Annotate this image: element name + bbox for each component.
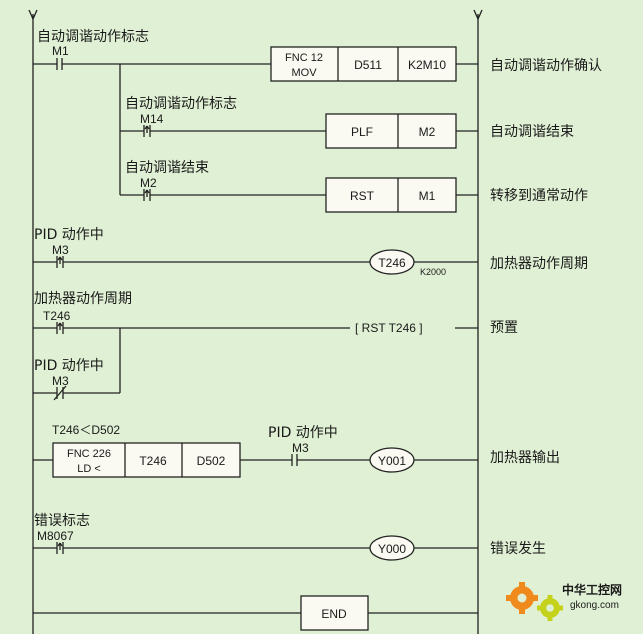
compare-op1: T246 (139, 454, 167, 468)
rising-edge-contact-t246 (56, 322, 64, 334)
instr-comment: 自动调谐结束 (490, 124, 574, 140)
no-contact-m1 (56, 58, 63, 70)
contact-device: M3 (292, 441, 309, 455)
contact-device: T246 (43, 309, 71, 323)
contact-label: 自动调谐结束 (125, 160, 209, 176)
end-instruction: END (321, 607, 347, 621)
power-rails (28, 9, 483, 634)
compare-mnemonic: LD < (77, 463, 101, 475)
instr-comment: 自动调谐动作确认 (490, 58, 602, 74)
instr-mnemonic: MOV (291, 67, 317, 79)
gear-icon (537, 595, 563, 621)
end-instruction-box: END (300, 595, 369, 631)
no-contact-m3 (291, 454, 298, 466)
instr-mnemonic: RST (350, 189, 375, 203)
rung-3: 加热器动作周期 T246 [ RST T246 ] 预置 PID 动作中 M3 (33, 291, 518, 401)
contact-label: 加热器动作周期 (34, 291, 132, 307)
compare-box: FNC 226 LD < T246 D502 (52, 442, 241, 478)
rising-edge-contact-m14 (143, 125, 151, 137)
rung-comment: 错误发生 (490, 541, 546, 557)
mov-instruction-box: FNC 12 MOV D511 K2M10 (270, 46, 457, 82)
timer-coil: T246 (369, 249, 415, 275)
instr-dest: K2M10 (408, 58, 446, 72)
parallel-contact-device: M3 (52, 374, 69, 388)
coil-device: Y001 (378, 454, 406, 468)
coil-device: T246 (378, 256, 406, 270)
contact-device: M14 (140, 112, 164, 126)
contact-label: 错误标志 (34, 513, 90, 529)
rung-6: END (33, 595, 478, 631)
compare-fnc: FNC 226 (67, 448, 111, 460)
plf-instruction-box: PLF M2 (325, 113, 457, 149)
instr-operand: M1 (419, 189, 436, 203)
gear-icon (506, 582, 538, 614)
watermark: 中华工控网 gkong.com (506, 582, 622, 621)
contact-label: 自动调谐动作标志 (37, 29, 149, 45)
instr-comment: 转移到通常动作 (490, 188, 588, 204)
output-coil-y000: Y000 (369, 535, 415, 561)
rising-edge-contact-m3 (56, 256, 64, 268)
rung-2: PID 动作中 M3 T246 K2000 加热器动作周期 (33, 227, 588, 277)
rising-edge-contact-m2 (143, 189, 151, 201)
watermark-text: 中华工控网 (562, 582, 622, 597)
rising-edge-contact-m8067 (56, 542, 64, 554)
output-coil-y001: Y001 (369, 447, 415, 473)
parallel-contact-label: PID 动作中 (34, 358, 104, 374)
contact-device: M1 (52, 44, 69, 58)
instr-operand: M2 (419, 125, 436, 139)
rung-comment: 加热器动作周期 (490, 256, 588, 272)
watermark-url: gkong.com (570, 600, 619, 611)
contact-label: PID 动作中 (34, 227, 104, 243)
instr-source: D511 (354, 58, 382, 72)
instr-fnc-number: FNC 12 (285, 52, 323, 64)
contact-device: M8067 (37, 529, 74, 543)
rung-comment: 加热器输出 (490, 450, 560, 466)
rung-comment: 预置 (490, 320, 518, 336)
coil-device: Y000 (378, 542, 406, 556)
contact-device: M2 (140, 176, 157, 190)
rung-4: T246＜D502 FNC 226 LD < T246 D502 PID 动作中… (33, 423, 560, 478)
compare-label: T246＜D502 (52, 423, 120, 437)
contact-label: 自动调谐动作标志 (125, 96, 237, 112)
rst-instruction: [ RST T246 ] (355, 321, 423, 335)
contact-label: PID 动作中 (268, 425, 338, 441)
rung-5: 错误标志 M8067 Y000 错误发生 (33, 513, 546, 561)
compare-op2: D502 (197, 454, 226, 468)
instr-mnemonic: PLF (351, 125, 373, 139)
rst-instruction-box: RST M1 (325, 177, 457, 213)
rung-1: 自动调谐动作标志 M1 FNC 12 MOV D511 K2M10 自动调谐动作… (33, 29, 602, 213)
contact-device: M3 (52, 243, 69, 257)
coil-setting: K2000 (420, 267, 446, 277)
